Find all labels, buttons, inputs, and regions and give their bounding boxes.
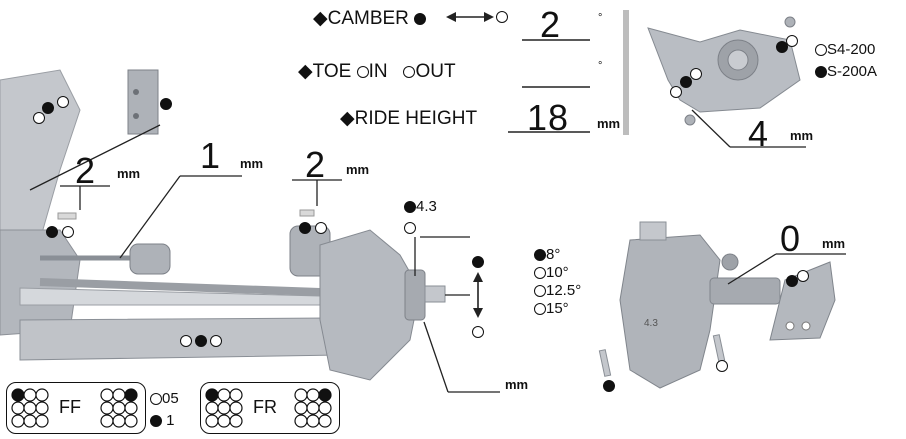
knuckle-angle-8: 8° <box>534 246 581 264</box>
knuckle-angle-10: 10° <box>534 264 581 282</box>
bottom-option-b: 1 <box>150 412 175 429</box>
open-dot-icon <box>786 35 798 47</box>
upper-mid-unit: mm <box>346 162 370 177</box>
ff-label: FF <box>59 397 81 417</box>
open-dot-icon <box>404 222 416 234</box>
fr-shim-box: FR <box>200 382 340 434</box>
arm-option-a: S4-200 <box>815 41 875 58</box>
knuckle-angle-list: 8° 10° 12.5° 15° <box>534 246 581 318</box>
ff-shim-pattern <box>11 388 138 428</box>
filled-dot-icon <box>195 335 207 347</box>
knuckle-angle-12-5: 12.5° <box>534 282 581 300</box>
knuckle-unit: mm <box>822 236 846 251</box>
filled-dot-icon <box>534 249 546 262</box>
filled-dot-icon <box>160 98 172 110</box>
filled-dot-icon <box>299 222 311 234</box>
fr-shim-pattern <box>205 388 332 428</box>
open-dot-icon <box>670 86 682 98</box>
turnbuckle-unit: mm <box>240 156 264 171</box>
divider <box>623 10 629 135</box>
filled-dot-icon <box>46 226 58 238</box>
axle-spacer-unit: mm <box>505 377 529 392</box>
fr-label: FR <box>253 397 277 417</box>
arm-unit: mm <box>790 128 814 143</box>
filled-dot-icon <box>815 66 827 79</box>
filled-dot-icon <box>42 102 54 114</box>
filled-dot-icon <box>150 415 162 428</box>
camber-unit: ° <box>598 12 603 24</box>
open-dot-icon <box>496 11 508 23</box>
hub-carrier-shape <box>319 229 421 381</box>
open-dot-icon <box>57 96 69 108</box>
ride-height-value: 18 <box>527 97 570 138</box>
filled-dot-icon <box>776 41 788 53</box>
arm-value: 4 <box>748 113 770 154</box>
toe-unit: ° <box>598 60 603 72</box>
filled-dot-icon <box>603 380 615 392</box>
arm-option-b: S-200A <box>815 63 877 80</box>
knuckle-value: 0 <box>780 218 802 259</box>
hub-height-option: 4.3 <box>404 198 437 215</box>
knuckle-shape <box>619 234 721 389</box>
filled-dot-icon <box>404 201 416 214</box>
filled-dot-icon <box>472 256 484 268</box>
toe-label: ◆TOE IN OUT <box>298 61 456 82</box>
open-dot-icon <box>690 68 702 80</box>
open-dot-icon <box>210 335 222 347</box>
knuckle-mark: 4.3 <box>644 318 658 329</box>
open-dot-icon <box>150 393 162 406</box>
upper-mid-value: 2 <box>305 144 327 185</box>
filled-dot-icon <box>680 76 692 88</box>
open-dot-icon <box>797 270 809 282</box>
shim-block-shape <box>127 69 159 135</box>
ff-shim-box: FF <box>6 382 146 434</box>
open-dot-icon <box>62 226 74 238</box>
open-dot-icon <box>403 65 416 78</box>
knuckle-angle-15: 15° <box>534 300 581 318</box>
upper-left-value: 2 <box>75 150 97 191</box>
open-dot-icon <box>534 267 546 280</box>
open-dot-icon <box>534 285 546 298</box>
open-dot-icon <box>716 360 728 372</box>
open-dot-icon <box>315 222 327 234</box>
turnbuckle-value: 1 <box>200 135 222 176</box>
camber-value: 2 <box>540 4 562 45</box>
open-dot-icon <box>180 335 192 347</box>
open-dot-icon <box>472 326 484 338</box>
open-dot-icon <box>815 44 827 57</box>
open-dot-icon <box>33 112 45 124</box>
bottom-option-a: 05 <box>150 390 179 407</box>
open-dot-icon <box>534 303 546 316</box>
filled-dot-icon <box>414 12 427 25</box>
open-dot-icon <box>356 65 369 78</box>
filled-dot-icon <box>786 275 798 287</box>
ride-height-label: ◆RIDE HEIGHT <box>340 108 478 129</box>
camber-label: ◆CAMBER <box>313 7 427 30</box>
upper-left-unit: mm <box>117 166 141 181</box>
ride-height-unit: mm <box>597 116 621 131</box>
